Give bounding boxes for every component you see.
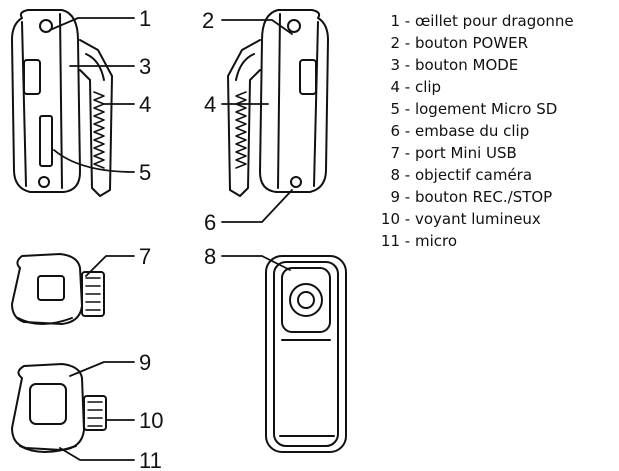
- legend-num: 6: [390, 122, 400, 140]
- legend-item-1: 1 - œillet pour dragonne: [360, 10, 615, 32]
- front-view: [265, 255, 347, 453]
- legend-text: - bouton REC./STOP: [404, 188, 553, 206]
- callout-4-right: 4: [204, 92, 216, 117]
- side-view-left: [11, 9, 113, 197]
- bottom-view: [11, 253, 105, 325]
- legend-text: - objectif caméra: [404, 166, 533, 184]
- legend: 1 - œillet pour dragonne 2 - bouton POWE…: [360, 10, 615, 252]
- legend-num: 10: [380, 210, 400, 228]
- legend-num: 3: [390, 56, 400, 74]
- legend-num: 8: [390, 166, 400, 184]
- legend-num: 4: [390, 78, 400, 96]
- legend-item-10: 10 - voyant lumineux: [360, 208, 615, 230]
- legend-item-9: 9 - bouton REC./STOP: [360, 186, 615, 208]
- legend-text: - embase du clip: [404, 122, 530, 140]
- callout-1: 1: [139, 6, 151, 31]
- callout-numbers: 1 2 3 4 4 5 6 7 8 9 10 11: [139, 6, 216, 471]
- callout-10: 10: [139, 408, 163, 433]
- legend-item-8: 8 - objectif caméra: [360, 164, 615, 186]
- legend-item-5: 5 - logement Micro SD: [360, 98, 615, 120]
- callout-5: 5: [139, 160, 151, 185]
- legend-item-4: 4 - clip: [360, 76, 615, 98]
- legend-item-6: 6 - embase du clip: [360, 120, 615, 142]
- callout-8: 8: [204, 244, 216, 269]
- legend-num: 7: [390, 144, 400, 162]
- callout-6: 6: [204, 210, 216, 235]
- legend-text: - bouton POWER: [404, 34, 529, 52]
- callout-11: 11: [139, 448, 162, 471]
- callout-3: 3: [139, 54, 151, 79]
- legend-num: 11: [380, 232, 400, 250]
- callout-9: 9: [139, 350, 151, 375]
- legend-text: - clip: [404, 78, 442, 96]
- side-view-right: [227, 9, 329, 197]
- legend-item-3: 3 - bouton MODE: [360, 54, 615, 76]
- legend-num: 5: [390, 100, 400, 118]
- legend-item-7: 7 - port Mini USB: [360, 142, 615, 164]
- legend-text: - logement Micro SD: [404, 100, 558, 118]
- callout-4-left: 4: [139, 92, 151, 117]
- callout-2: 2: [202, 8, 214, 33]
- legend-text: - œillet pour dragonne: [404, 12, 574, 30]
- legend-text: - micro: [404, 232, 458, 250]
- legend-item-11: 11 - micro: [360, 230, 615, 252]
- legend-num: 9: [390, 188, 400, 206]
- legend-item-2: 2 - bouton POWER: [360, 32, 615, 54]
- legend-text: - port Mini USB: [404, 144, 517, 162]
- legend-text: - voyant lumineux: [404, 210, 541, 228]
- legend-num: 1: [390, 12, 400, 30]
- legend-text: - bouton MODE: [404, 56, 519, 74]
- leader-lines: [49, 17, 293, 461]
- legend-num: 2: [390, 34, 400, 52]
- callout-7: 7: [139, 244, 151, 269]
- top-view: [11, 363, 107, 453]
